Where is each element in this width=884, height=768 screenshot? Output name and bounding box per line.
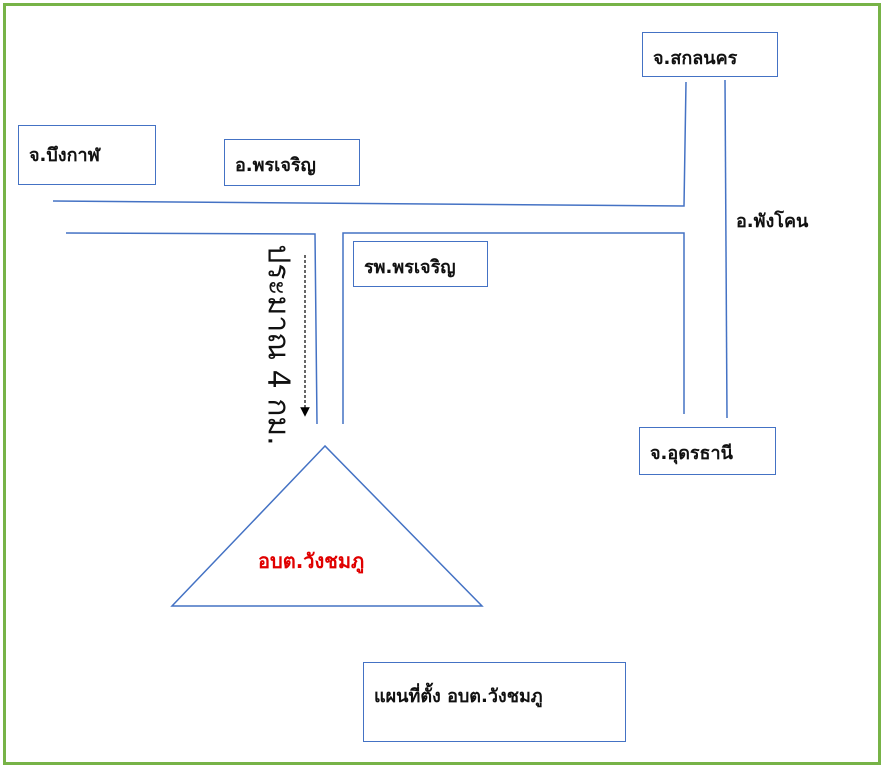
main-road-north-edge bbox=[52, 81, 687, 207]
office-triangle bbox=[170, 444, 484, 607]
office-label: อบต.วังชมภู bbox=[258, 549, 365, 573]
main-road-south-edge-east bbox=[342, 232, 685, 424]
phang-khon-road bbox=[724, 79, 728, 419]
label-sakon-nakhon: จ.สกลนคร bbox=[642, 32, 778, 77]
distance-label: ประมาณ 4 กม. bbox=[260, 244, 296, 446]
label-bueng-kan: จ.บึงกาฬ bbox=[18, 125, 156, 185]
map-caption: แผนที่ตั้ง อบต.วังชมภู bbox=[363, 662, 626, 742]
label-hospital: รพ.พรเจริญ bbox=[353, 241, 488, 287]
map-frame bbox=[3, 3, 881, 765]
main-road-south-edge-west bbox=[65, 232, 318, 425]
label-phon-charoen-district: อ.พรเจริญ bbox=[224, 139, 360, 186]
label-phang-khon: อ.พังโคน bbox=[736, 211, 809, 232]
label-udon-thani: จ.อุดรธานี bbox=[639, 427, 776, 475]
